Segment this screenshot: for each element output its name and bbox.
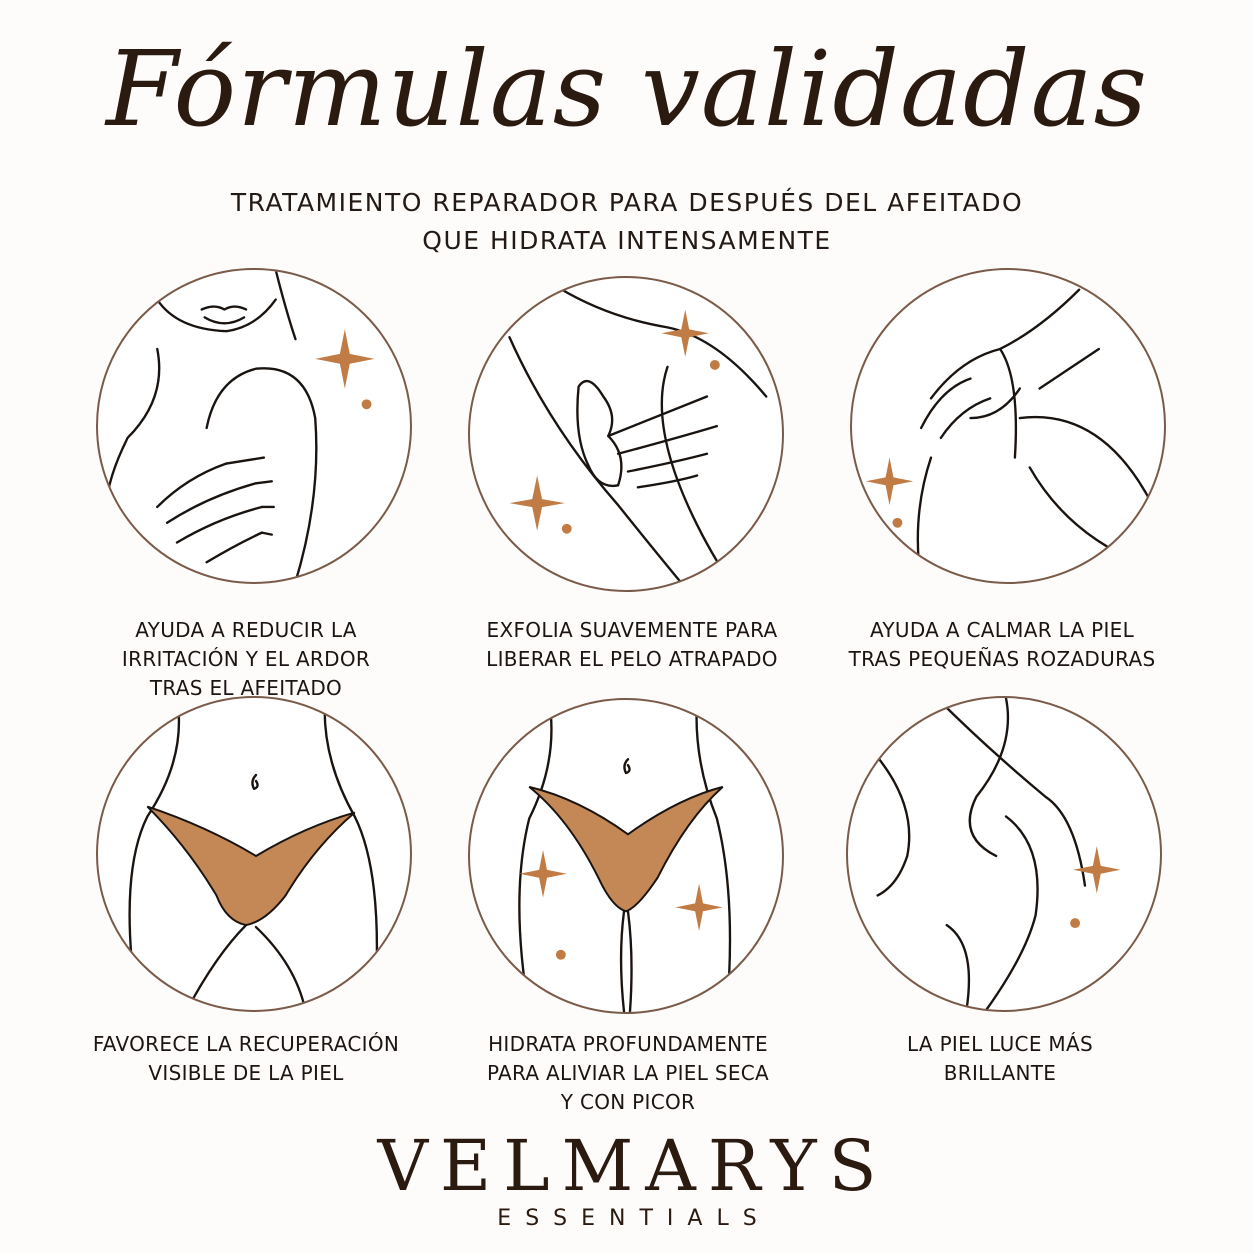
hand-on-thigh-icon [850, 268, 1166, 584]
subtitle-line-2: QUE HIDRATA INTENSAMENTE [422, 226, 832, 255]
brand-tagline: ESSENTIALS [497, 1206, 771, 1231]
benefit-caption-6: LA PIEL LUCE MÁS BRILLANTE [907, 1032, 1093, 1085]
bikini-sparkle-icon [468, 698, 784, 1014]
benefit-caption-2: EXFOLIA SUAVEMENTE PARA LIBERAR EL PELO … [486, 618, 778, 671]
benefit-caption-3: AYUDA A CALMAR LA PIEL TRAS PEQUEÑAS ROZ… [848, 618, 1156, 671]
subtitle-line-1: TRATAMIENTO REPARADOR PARA DESPUÉS DEL A… [230, 188, 1024, 217]
hand-applying-cream-icon [468, 276, 784, 592]
benefit-caption-5: HIDRATA PROFUNDAMENTE PARA ALIVIAR LA PI… [486, 1032, 770, 1114]
brand-name: VELMARYS [377, 1125, 889, 1207]
page-title: Fórmulas validadas [106, 28, 1148, 150]
underarm-icon [846, 696, 1162, 1012]
benefit-caption-4: FAVORECE LA RECUPERACIÓN VISIBLE DE LA P… [92, 1032, 400, 1085]
benefit-caption-1: AYUDA A REDUCIR LA IRRITACIÓN Y EL ARDOR… [121, 618, 371, 700]
hand-on-shoulder-icon [96, 268, 412, 584]
subtitle: TRATAMIENTO REPARADOR PARA DESPUÉS DEL A… [0, 184, 1254, 260]
bikini-area-icon [96, 696, 412, 1012]
